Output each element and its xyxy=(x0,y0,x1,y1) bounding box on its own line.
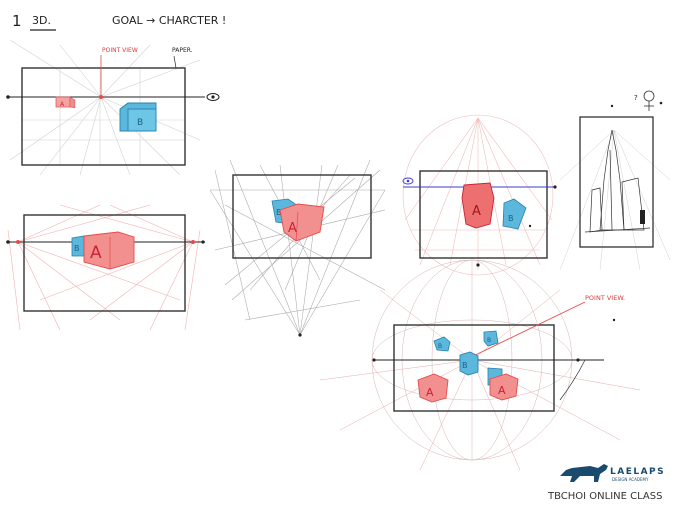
panel-sphere: POINT VIEW. B B B A A xyxy=(319,259,641,471)
panel2-label-b: B xyxy=(74,244,80,253)
panel4-paper-frame xyxy=(419,170,548,259)
panel6-box-a-left xyxy=(417,373,449,403)
panel6-paper-frame xyxy=(393,324,555,412)
panel2-left-dot xyxy=(6,240,10,244)
panel6-label-b-center: B xyxy=(462,361,468,370)
panel2-guides xyxy=(7,204,201,331)
panel5-paper-frame xyxy=(579,116,654,248)
section-topic: 3D. xyxy=(32,14,51,27)
panel6-box-a-right xyxy=(489,373,519,401)
panel2-label-a: A xyxy=(90,243,102,263)
panel1-box-b-front xyxy=(127,108,157,132)
panel4-box-b xyxy=(502,198,527,230)
panel6-red-guides xyxy=(319,289,641,471)
panel3-paper-frame xyxy=(232,174,372,259)
panel3-box-a-edge xyxy=(295,211,299,242)
panel-three-point-center: B A xyxy=(209,159,386,337)
panel3-guides xyxy=(209,159,386,336)
panel1-guides xyxy=(9,39,201,176)
header: 1 3D. GOAL → CHARCTER ! xyxy=(12,12,226,31)
person-icon xyxy=(643,90,655,111)
point-view-pointer xyxy=(464,301,586,361)
panel6-box-b-center xyxy=(459,351,479,376)
panel2-vp-left xyxy=(16,240,20,244)
panel3-label-b: B xyxy=(276,208,282,217)
laelaps-dog-logo-icon xyxy=(560,464,608,482)
panel2-right-dot xyxy=(201,240,205,244)
panel6-box-b-topright xyxy=(483,330,499,347)
panel1-label-b: B xyxy=(137,118,143,128)
goal-text: GOAL → CHARCTER ! xyxy=(112,14,226,27)
person-dot xyxy=(659,101,663,105)
panel6-label-a-left: A xyxy=(426,386,434,399)
building-vp xyxy=(610,104,614,108)
panel4-vp-bottom xyxy=(476,263,480,267)
panel4-box-a xyxy=(461,182,495,229)
panel-worm-view: A B xyxy=(402,114,557,276)
panel6-label-b-topright: B xyxy=(487,337,491,344)
panel3-label-a: A xyxy=(288,221,297,236)
panel6-box-b-topleft xyxy=(433,336,451,352)
panel6-left-dot xyxy=(372,358,376,362)
panel2-vp-right xyxy=(191,240,195,244)
paper-pointer xyxy=(173,55,177,69)
panel-building: ? xyxy=(559,90,671,271)
panel1-paper-frame xyxy=(21,67,186,166)
panel6-label-b-topleft: B xyxy=(438,343,442,350)
panel3-box-a xyxy=(279,203,325,242)
building-tower xyxy=(584,129,651,233)
panel4-label-a: A xyxy=(472,204,481,219)
panel1-box-a-side xyxy=(69,96,76,109)
panel4-label-b: B xyxy=(508,214,514,223)
panel3-vp-bottom xyxy=(298,333,302,337)
panel2-box-a xyxy=(83,231,135,270)
eye-icon xyxy=(402,177,414,185)
section-number: 1 xyxy=(12,12,22,30)
panel1-left-dot xyxy=(6,95,10,99)
logo-name: LAELAPS xyxy=(610,467,665,477)
panel4-vp-right xyxy=(553,185,557,189)
panel6-right-dot xyxy=(576,358,580,362)
panel6-arc xyxy=(559,359,586,401)
point-view-label-2: POINT VIEW. xyxy=(585,294,625,302)
building-figure xyxy=(640,210,645,224)
logo-subtitle: DESIGN ACADEMY xyxy=(612,477,649,482)
panel6-dot xyxy=(612,318,616,322)
panel4-dot xyxy=(528,224,532,228)
eye-icon xyxy=(206,93,220,101)
question-mark: ? xyxy=(634,94,638,102)
panel1-label-a: A xyxy=(60,101,65,108)
paper-label: PAPER. xyxy=(172,47,193,54)
panel2-paper-frame xyxy=(23,214,186,312)
panel6-label-a-right: A xyxy=(498,384,506,397)
point-view-label-1: POINT VIEW xyxy=(102,47,138,54)
class-label: TBCHOI ONLINE CLASS xyxy=(547,491,662,502)
panel-one-point: POINT VIEW PAPER. A B xyxy=(6,39,220,176)
panel-two-point-left: B A xyxy=(6,204,205,331)
